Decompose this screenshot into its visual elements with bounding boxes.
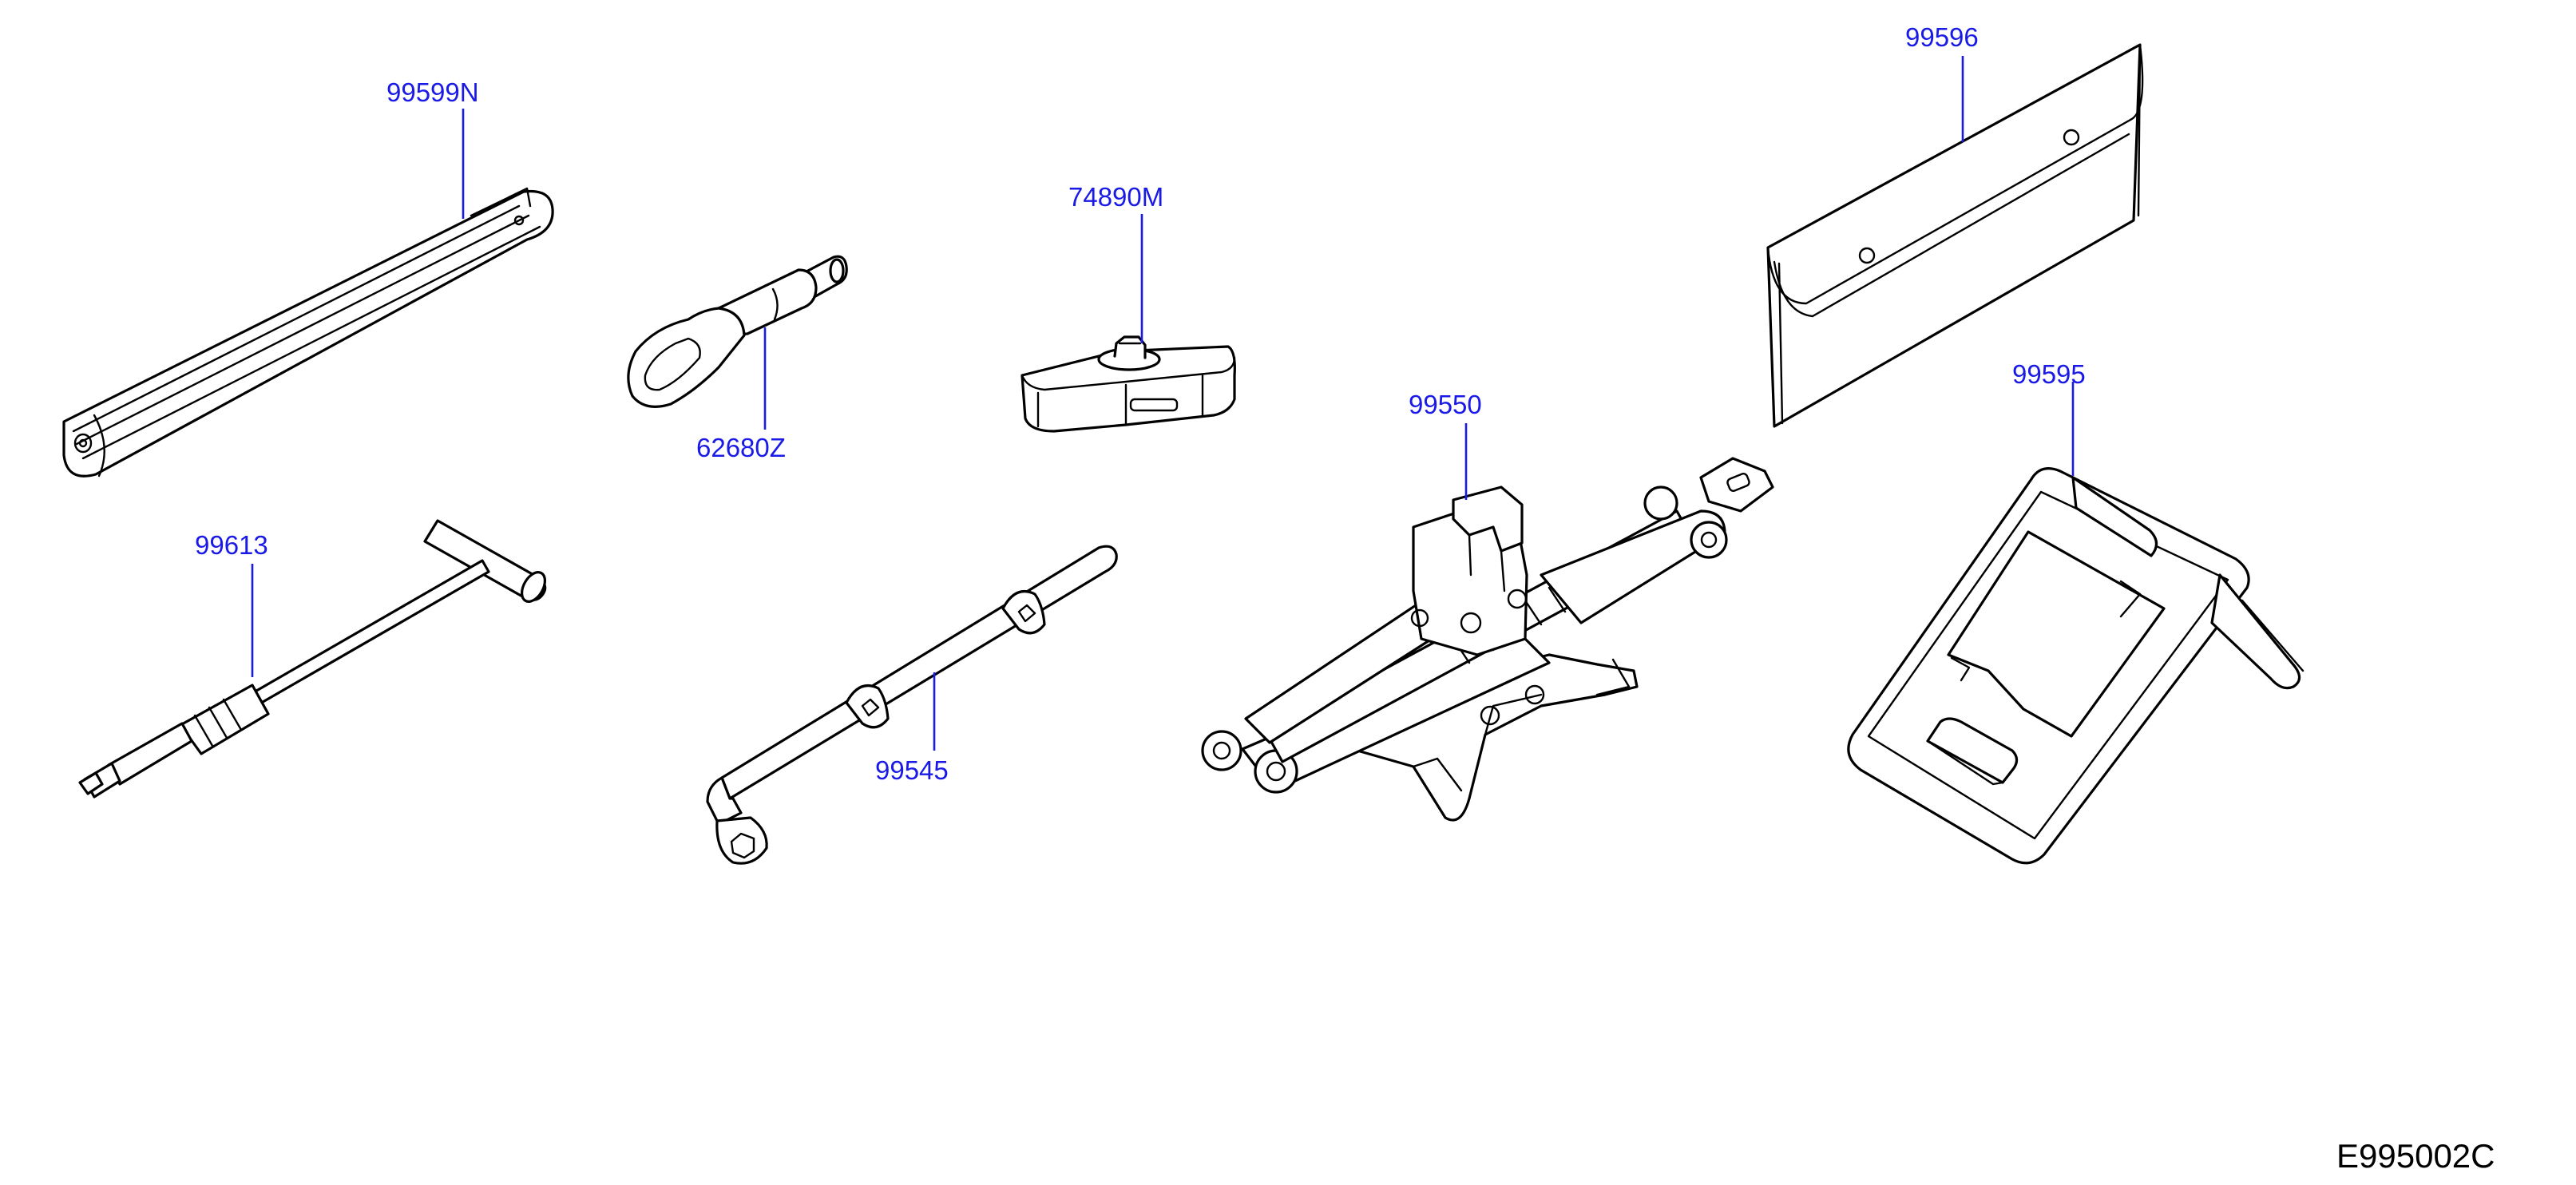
scissor-jack-icon bbox=[1201, 457, 1774, 822]
part-number-label[interactable]: 99595 bbox=[2012, 359, 2086, 389]
t-handle-tool-icon bbox=[78, 519, 547, 799]
wheel-nut-wrench-icon bbox=[706, 545, 1118, 865]
tow-hook-icon bbox=[627, 255, 848, 408]
part-99550[interactable]: 99550 bbox=[1201, 390, 1774, 822]
part-number-label[interactable]: 99550 bbox=[1409, 390, 1482, 419]
tool-bag-strap-icon bbox=[62, 187, 554, 478]
part-74890M[interactable]: 74890M bbox=[1020, 182, 1236, 433]
part-number-label[interactable]: 99545 bbox=[875, 755, 949, 785]
jack-holder-bracket-icon bbox=[1020, 335, 1236, 433]
part-number-label[interactable]: 74890M bbox=[1068, 182, 1163, 212]
tool-tray-icon bbox=[1847, 467, 2305, 865]
diagram-code: E995002C bbox=[2336, 1137, 2495, 1175]
part-99599N[interactable]: 99599N bbox=[62, 77, 554, 478]
part-99595[interactable]: 99595 bbox=[1847, 359, 2305, 865]
part-number-label[interactable]: 99599N bbox=[386, 77, 479, 107]
tool-pouch-icon bbox=[1766, 43, 2144, 428]
part-99596[interactable]: 99596 bbox=[1766, 22, 2144, 428]
part-99613[interactable]: 99613 bbox=[78, 519, 549, 799]
part-number-label[interactable]: 99596 bbox=[1905, 22, 1979, 52]
part-number-label[interactable]: 62680Z bbox=[696, 433, 786, 462]
part-99545[interactable]: 99545 bbox=[706, 545, 1118, 865]
part-number-label[interactable]: 99613 bbox=[195, 530, 268, 560]
part-62680Z[interactable]: 62680Z bbox=[627, 255, 848, 462]
